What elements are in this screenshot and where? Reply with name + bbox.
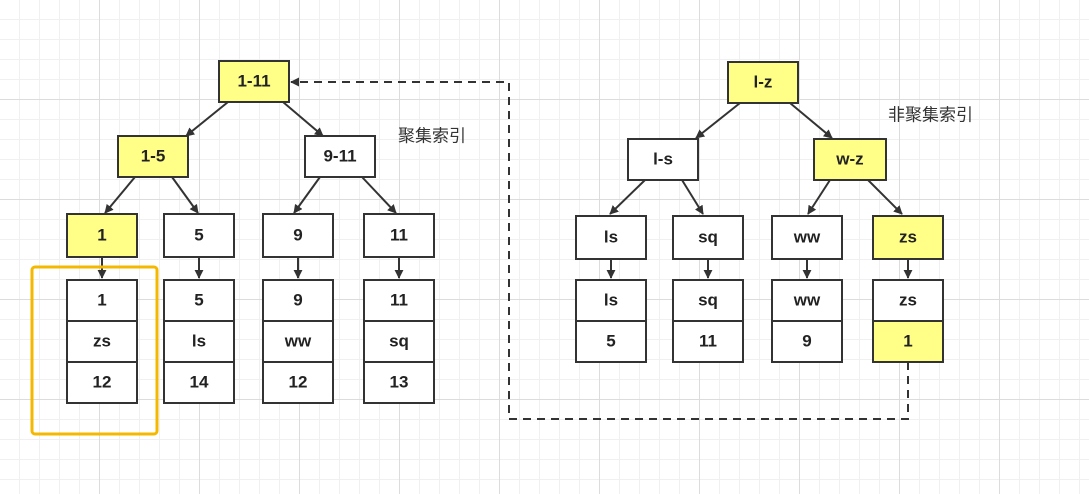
leaf-cell: ww [284,331,312,350]
node-label: ls [604,227,618,246]
leaf-cell: ls [192,331,206,350]
node-label: w-z [835,149,863,168]
clustered-index-caption: 聚集索引 [398,126,466,145]
nonclustered-root-node[interactable]: l-z [727,61,799,104]
nonclustered-node-ww[interactable]: ww [771,215,843,260]
leaf-cell: 1 [97,290,106,309]
node-label: 5 [194,225,203,244]
nonclustered-index-tree: l-z l-s w-z ls sq ww zs [575,61,973,363]
node-label: zs [899,227,917,246]
node-label: 1 [97,225,106,244]
leaf-cell: ww [793,290,821,309]
leaf-cell: 11 [699,331,717,350]
nonclustered-node-ls[interactable]: ls [575,215,647,260]
nonclustered-node-zs[interactable]: zs [872,215,944,260]
leaf-cell: sq [698,290,718,309]
leaf-cell: 5 [194,290,203,309]
clustered-node-1[interactable]: 1 [66,213,138,258]
nonclustered-connectors [606,102,913,279]
clustered-leaf-9[interactable]: 9 ww 12 [262,279,334,404]
leaf-cell: sq [389,331,409,350]
edge-l-s-to-ls [609,179,646,215]
edge-9-11-to-11 [361,176,397,214]
nonclustered-node-w-z[interactable]: w-z [813,138,887,181]
node-label: 1-11 [237,71,270,90]
leaf-cell: 1 [903,331,912,350]
nonclustered-node-sq[interactable]: sq [672,215,744,260]
edge-9-11-to-9 [293,176,321,214]
leaf-cell: 12 [93,372,112,391]
selection-highlight[interactable] [30,265,159,436]
nonclustered-node-l-s[interactable]: l-s [627,138,699,181]
clustered-index-tree: 1-11 1-5 9-11 1 5 9 11 [30,60,466,436]
leaf-cell: zs [899,290,917,309]
leaf-cell: 12 [289,372,308,391]
nonclustered-leaf-sq[interactable]: sq 11 [672,279,744,363]
lookup-dashed-arrow [290,77,909,420]
edge-l-s-to-sq [681,179,704,215]
leaf-cell: 9 [293,290,302,309]
clustered-leaf-5[interactable]: 5 ls 14 [163,279,235,404]
node-label: l-z [754,72,773,91]
node-label: 9 [293,225,302,244]
edge-w-z-to-ww [807,179,831,215]
clustered-node-11[interactable]: 11 [363,213,435,258]
nonclustered-leaf-zs[interactable]: zs 1 [872,279,944,363]
leaf-cell: 11 [390,290,408,309]
clustered-node-1-5[interactable]: 1-5 [117,135,189,178]
edge-1-5-to-1 [104,176,136,214]
nonclustered-index-caption: 非聚集索引 [888,105,973,124]
edge-1-5-to-5 [171,176,199,214]
node-label: ww [793,227,821,246]
leaf-cell: 9 [802,331,811,350]
clustered-leaf-1[interactable]: 1 zs 12 [66,279,138,404]
clustered-node-5[interactable]: 5 [163,213,235,258]
clustered-root-node[interactable]: 1-11 [218,60,290,103]
edge-root-to-l-s [695,102,741,139]
edge-root-to-1-5 [185,101,229,137]
edge-root-to-w-z [789,102,833,139]
node-label: sq [698,227,718,246]
edge-w-z-to-zs [867,179,903,215]
leaf-cell: 5 [606,331,615,350]
leaf-cell: 14 [190,372,209,391]
leaf-cell: ls [604,290,618,309]
node-label: l-s [653,149,673,168]
node-label: 9-11 [323,146,356,165]
clustered-node-9-11[interactable]: 9-11 [304,135,376,178]
node-label: 11 [390,225,408,244]
clustered-connectors [97,101,404,279]
clustered-leaf-11[interactable]: 11 sq 13 [363,279,435,404]
clustered-node-9[interactable]: 9 [262,213,334,258]
leaf-cell: 13 [390,372,409,391]
node-label: 1-5 [141,146,166,165]
nonclustered-leaf-ww[interactable]: ww 9 [771,279,843,363]
nonclustered-leaf-ls[interactable]: ls 5 [575,279,647,363]
leaf-cell: zs [93,331,111,350]
edge-root-to-9-11 [282,101,324,137]
